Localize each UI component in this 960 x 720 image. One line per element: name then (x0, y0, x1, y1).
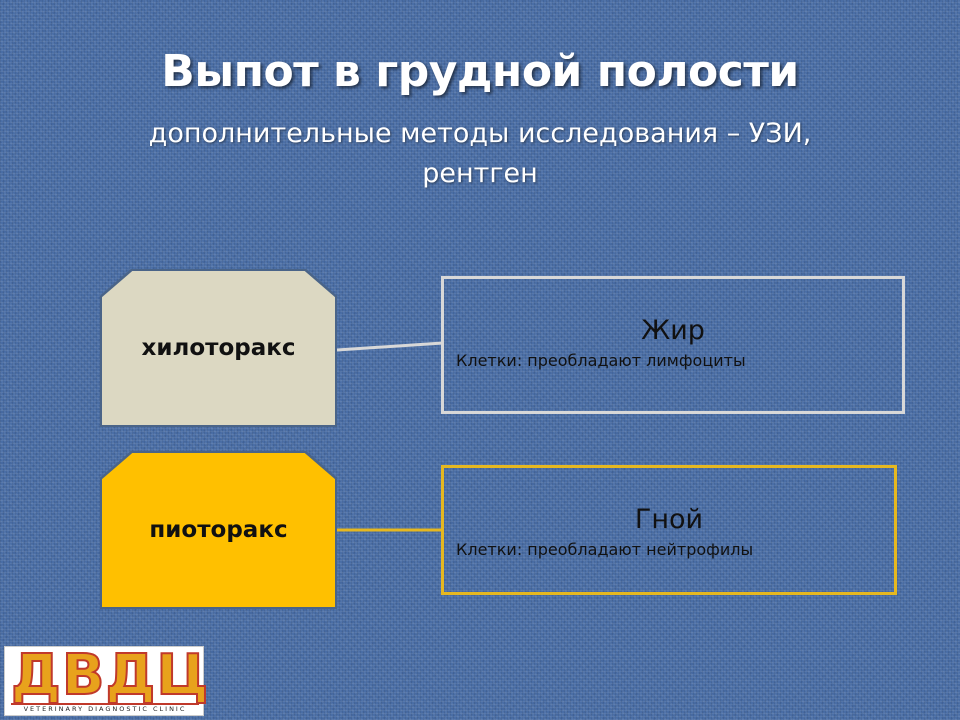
box-detail: Клетки: преобладают нейтрофилы (456, 540, 754, 559)
connector-line-1 (336, 341, 444, 352)
logo-caption: VETERINARY DIAGNOSTIC CLINIC (23, 705, 187, 713)
logo-underline (11, 703, 199, 705)
slide-subtitle: дополнительные методы исследования – УЗИ… (148, 118, 812, 189)
clinic-logo: ДВДЦ VETERINARY DIAGNOSTIC CLINIC (4, 643, 210, 716)
info-box-chylothorax: Жир Клетки: преобладают лимфоциты (441, 276, 905, 414)
chip-pyothorax: пиоторакс (102, 453, 335, 607)
slide-title: Выпот в грудной полости (161, 46, 799, 97)
box-heading: Жир (641, 315, 705, 346)
box-detail: Клетки: преобладают лимфоциты (456, 351, 746, 370)
box-heading: Гной (634, 504, 704, 535)
chip-label: хилотоpакс (141, 335, 296, 361)
logo-mark: ДВДЦ (10, 643, 210, 708)
chip-label: пиоторакс (149, 517, 288, 543)
chip-chylothorax: хилотоpакс (102, 271, 335, 425)
info-box-pyothorax: Гной Клетки: преобладают нейтрофилы (441, 465, 897, 595)
